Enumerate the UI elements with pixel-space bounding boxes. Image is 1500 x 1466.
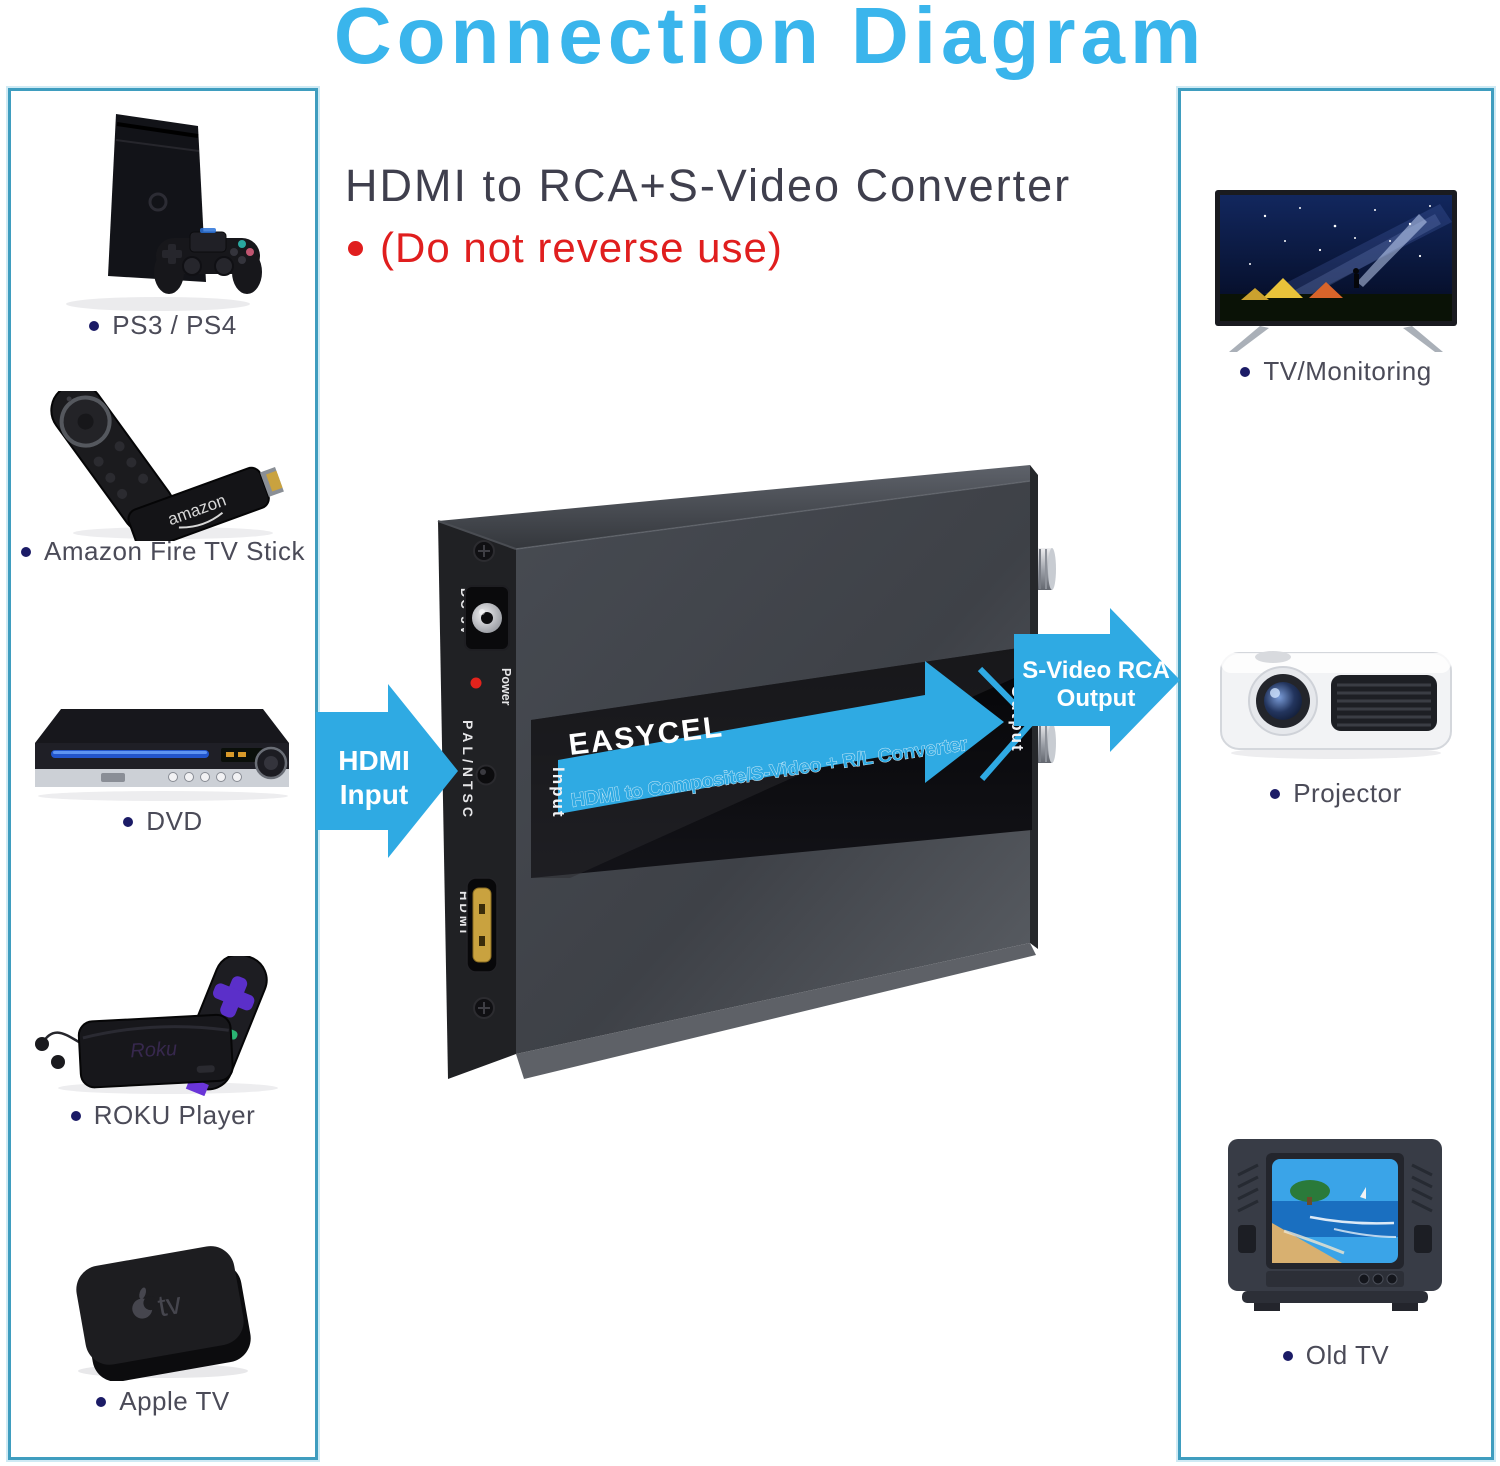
caption-projector: Projector — [1181, 778, 1491, 809]
input-side-label: Input — [549, 767, 568, 819]
crt-tv-graphic — [1227, 1139, 1442, 1311]
apple-tv-graphic: tv — [76, 1246, 251, 1381]
tv-image — [1181, 186, 1491, 358]
ps4-controller — [154, 228, 262, 294]
converter-device: EASYCEL HDMI to Composite/S-Video + R/L … — [437, 465, 1056, 1079]
pal-ntsc-label: PAL/NTSC — [460, 720, 476, 821]
warning-text: (Do not reverse use) — [380, 224, 783, 271]
flat-tv-graphic — [1215, 190, 1457, 352]
apple-tv-image: tv — [11, 1231, 315, 1381]
output-arrow-line2: Output — [1057, 685, 1136, 712]
roku-image: Roku — [11, 956, 315, 1096]
bullet-icon — [1270, 788, 1281, 799]
dvd-image — [11, 703, 315, 803]
bullet-icon — [89, 320, 100, 331]
caption-old-tv: Old TV — [1181, 1340, 1491, 1371]
screw-icon — [473, 540, 495, 562]
caption-tv-monitoring: TV/Monitoring — [1181, 356, 1491, 387]
dc-power-jack — [464, 585, 510, 651]
ps4-console-graphic — [66, 114, 262, 311]
input-arrow-line1: HDMI — [338, 745, 410, 776]
source-devices-panel: PS3 / PS4 amazon — [8, 88, 318, 1460]
fire-tv-image: amazon — [11, 391, 315, 541]
dvd-player-graphic — [35, 709, 289, 801]
output-devices-panel: TV/Monitoring — [1178, 88, 1494, 1460]
caption-fire-tv: Amazon Fire TV Stick — [11, 536, 315, 567]
ps4-image — [11, 101, 315, 316]
caption-label: Amazon Fire TV Stick — [44, 536, 305, 566]
bullet-icon — [96, 1396, 107, 1407]
bullet-icon — [123, 816, 134, 827]
caption-apple-tv: Apple TV — [11, 1386, 315, 1417]
caption-label: PS3 / PS4 — [112, 310, 237, 340]
svideo-rca-output-arrow: S-Video RCA Output — [1014, 608, 1180, 752]
bullet-icon — [1282, 1350, 1293, 1361]
caption-roku: ROKU Player — [11, 1100, 315, 1131]
power-led — [470, 677, 482, 689]
device-bottom-face — [516, 943, 1036, 1079]
bullet-icon — [21, 546, 32, 557]
caption-label: ROKU Player — [93, 1100, 256, 1130]
warning-line: (Do not reverse use) — [348, 224, 783, 272]
hdmi-port — [466, 877, 498, 973]
bullet-icon — [1240, 366, 1251, 377]
pal-ntsc-button — [475, 764, 497, 786]
page-title: Connection Diagram — [333, 0, 1207, 80]
red-bullet-icon — [348, 240, 363, 256]
projector-image — [1181, 631, 1491, 761]
caption-dvd: DVD — [11, 806, 315, 837]
roku-logo-text: Roku — [130, 1038, 178, 1062]
apple-tv-logo: tv — [132, 1287, 184, 1324]
caption-label: Apple TV — [119, 1386, 230, 1416]
caption-ps3-ps4: PS3 / PS4 — [11, 310, 315, 341]
bullet-icon — [70, 1110, 81, 1121]
hdmi-input-arrow: HDMI Input — [316, 684, 458, 858]
power-label: Power — [499, 668, 513, 706]
screw-icon — [473, 997, 495, 1019]
old-tv-image — [1181, 1131, 1491, 1319]
converter-heading: HDMI to RCA+S-Video Converter — [345, 160, 1072, 211]
output-arrow-line1: S-Video RCA — [1022, 657, 1170, 684]
fire-tv-graphic: amazon — [50, 391, 284, 541]
roku-player-graphic: Roku — [35, 956, 278, 1096]
apple-tv-text: tv — [155, 1287, 184, 1324]
caption-label: DVD — [146, 806, 203, 836]
input-arrow-line2: Input — [340, 779, 408, 810]
caption-label: TV/Monitoring — [1263, 356, 1432, 386]
caption-label: Old TV — [1305, 1340, 1390, 1370]
roku-box: Roku — [77, 1013, 234, 1089]
device-top-face — [438, 465, 1030, 549]
projector-graphic — [1220, 651, 1452, 759]
fire-tv-remote — [50, 391, 175, 535]
caption-label: Projector — [1293, 778, 1402, 808]
fire-tv-stick: amazon — [127, 466, 284, 541]
